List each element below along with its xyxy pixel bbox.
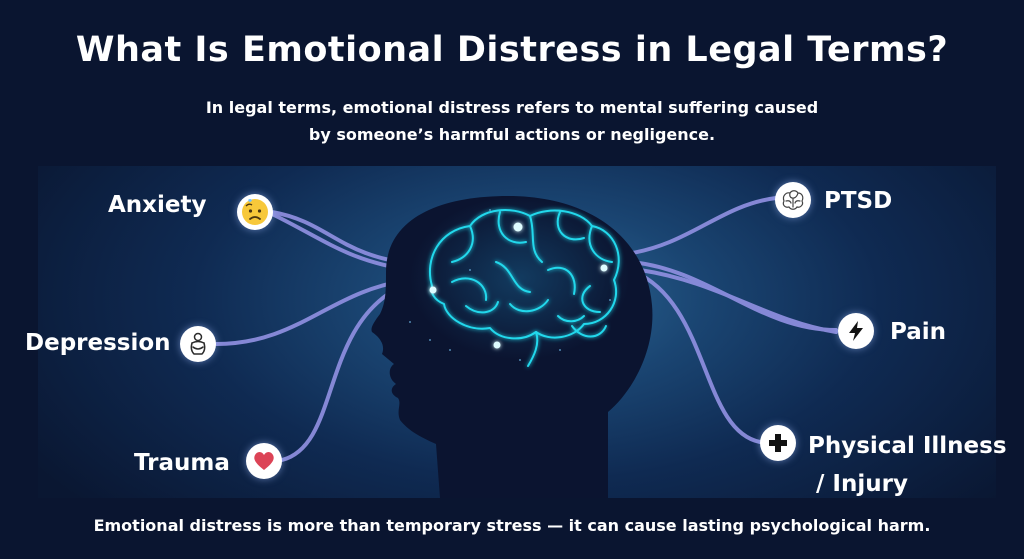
subtitle: In legal terms, emotional distress refer… [162,94,862,148]
connector-physical [628,268,762,444]
brain-icon [775,182,811,218]
plus-cross-icon [760,425,796,461]
tiny-dots [409,209,611,361]
label-pain: Pain [890,319,947,345]
hug-self-icon [180,326,216,362]
label-physical-illness-line-2: / Injury [816,471,908,497]
label-anxiety: Anxiety [108,192,207,218]
connector-depression [214,278,412,346]
connector-trauma [280,286,400,462]
anxious-face-icon [237,194,273,230]
subtitle-line-2: by someone’s harmful actions or negligen… [308,125,716,144]
label-depression: Depression [25,330,171,356]
connector-ptsd [624,196,778,256]
connector-pain-2 [638,268,838,334]
label-ptsd: PTSD [824,188,893,214]
label-physical-illness-line-1: Physical Illness [808,433,1007,459]
label-trauma: Trauma [134,450,230,476]
page-title: What Is Emotional Distress in Legal Term… [75,30,949,70]
heart-icon [246,443,282,479]
glow-sparkles [429,222,608,349]
lightning-bolt-icon [838,313,874,349]
brain-outline [429,209,620,367]
label-physical-illness: Physical Illness / Injury [808,427,1007,503]
subtitle-line-1: In legal terms, emotional distress refer… [205,98,819,117]
footer-note: Emotional distress is more than temporar… [93,516,931,535]
